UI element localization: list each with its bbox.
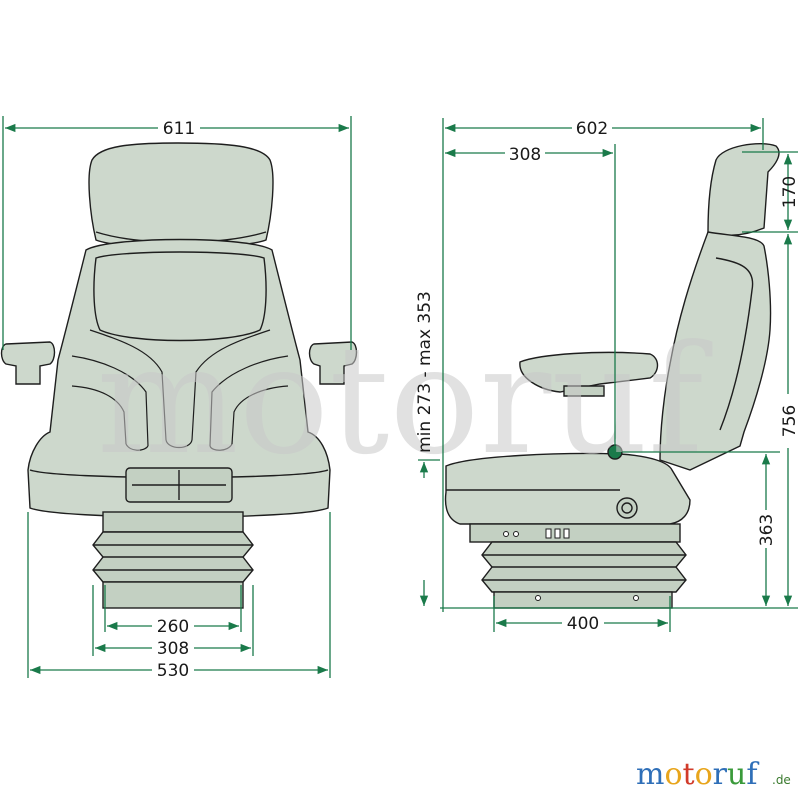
front-dimensions xyxy=(2,116,352,678)
side-view-seat xyxy=(444,143,780,609)
dim-front-base-inner: 260 xyxy=(157,617,189,637)
side-backrest xyxy=(659,231,772,471)
front-view-seat xyxy=(0,142,358,609)
dim-front-width-top: 611 xyxy=(163,119,195,139)
dim-side-depth-top: 602 xyxy=(576,119,608,139)
dim-side-cushion-height: 363 xyxy=(757,514,777,546)
side-pivot xyxy=(616,497,638,519)
dim-side-headrest-height: 170 xyxy=(780,176,800,208)
front-right-armrest xyxy=(308,341,358,385)
svg-text:motoruf: motoruf xyxy=(636,757,759,792)
front-headrest xyxy=(88,142,274,249)
logo-tld: .de xyxy=(772,773,791,787)
side-back-panel xyxy=(715,257,754,431)
side-base-top xyxy=(469,523,681,543)
logo-letter: u xyxy=(727,757,746,792)
front-upper-panel xyxy=(93,251,267,342)
side-dimensions xyxy=(418,118,798,632)
watermark: motoruf xyxy=(97,314,713,488)
logo-letter: f xyxy=(746,757,759,792)
front-ribs xyxy=(71,329,289,451)
side-headrest xyxy=(707,143,780,236)
logo-letter: m xyxy=(636,757,664,792)
logo-letter: o xyxy=(664,757,682,792)
logo-letter: t xyxy=(683,757,695,792)
side-armrest xyxy=(519,351,659,393)
side-base-bottom xyxy=(493,591,673,609)
dim-side-suspension-range: min 273 - max 353 xyxy=(415,291,435,453)
logo-letter: r xyxy=(713,757,728,792)
dim-side-base-depth: 400 xyxy=(567,614,599,634)
motoruf-logo[interactable]: motoruf .de xyxy=(636,757,791,792)
logo-letter: o xyxy=(695,757,713,792)
dim-front-bottom-width: 530 xyxy=(157,661,189,681)
front-backrest xyxy=(27,238,331,518)
front-base-top xyxy=(102,511,244,533)
dim-side-total-height: 756 xyxy=(780,405,800,437)
front-left-armrest xyxy=(0,341,56,385)
front-base-bottom xyxy=(102,581,244,609)
dim-front-base-outer: 308 xyxy=(157,639,189,659)
dim-side-depth-hip: 308 xyxy=(509,145,541,165)
